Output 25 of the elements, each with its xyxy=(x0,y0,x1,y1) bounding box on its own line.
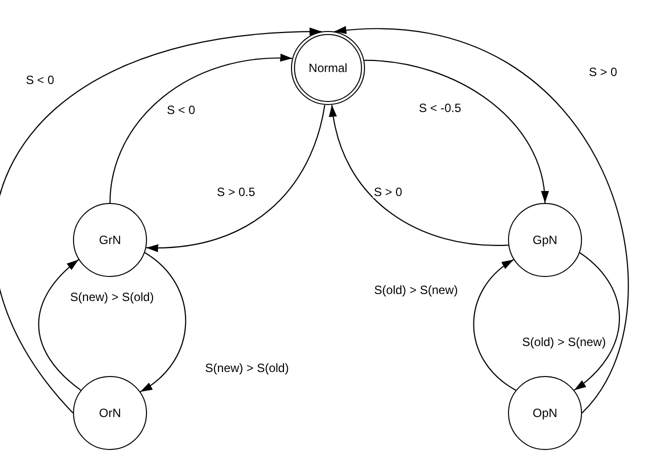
arrow xyxy=(473,259,516,391)
arrow xyxy=(109,54,292,204)
arrow xyxy=(0,28,322,414)
edge-label: S < 0 xyxy=(24,74,56,86)
edge-label: S > 0 xyxy=(588,66,618,78)
arrow xyxy=(146,104,326,252)
state-name: Normal xyxy=(308,62,348,74)
edge-label: S(old) > S(new) xyxy=(521,336,607,348)
edge-label: S(new) > S(old) xyxy=(69,291,155,303)
edge-label: S(old) > S(new) xyxy=(373,284,459,296)
edge-label: S < 0 xyxy=(166,104,196,116)
arrow xyxy=(38,259,82,391)
arrow xyxy=(140,252,186,392)
edge-label: S > 0 xyxy=(372,186,404,198)
state-name: OrN xyxy=(99,407,121,419)
edge-label: S > 0.5 xyxy=(216,186,256,198)
state-name: OpN xyxy=(532,407,558,419)
arrow xyxy=(330,104,508,246)
edge-label: S(new) > S(old) xyxy=(204,362,290,374)
edge-label: S < -0.5 xyxy=(418,102,462,114)
state-name: GrN xyxy=(99,234,121,246)
arrow xyxy=(574,252,620,391)
arrow xyxy=(334,27,628,414)
state-name: GpN xyxy=(532,234,558,246)
arrow xyxy=(364,60,548,204)
